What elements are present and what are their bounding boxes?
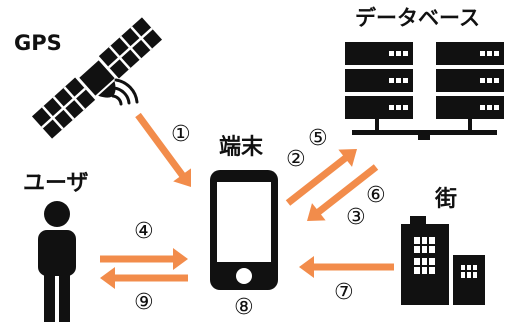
database-label: データベース (355, 6, 480, 30)
step-7: ⑦ (334, 280, 354, 305)
user-icon (38, 201, 76, 322)
flow-arrows (100, 112, 394, 289)
signal-waves-icon (111, 78, 139, 106)
city-label: 街 (435, 187, 458, 212)
satellite-icon (31, 17, 163, 139)
arrow-terminal-to-user (100, 267, 188, 289)
step-5: ⑤ (308, 126, 328, 151)
arrow-database-to-terminal (307, 164, 379, 221)
arrow-user-to-terminal (100, 248, 188, 270)
terminal-label: 端末 (219, 135, 264, 160)
arrow-city-to-terminal (299, 256, 394, 278)
step-6: ⑥ (366, 183, 386, 208)
gps-label: GPS (14, 31, 62, 55)
step-2: ② (286, 147, 306, 172)
smartphone-icon (210, 170, 278, 290)
database-server-icon (345, 42, 504, 140)
step-4: ④ (134, 219, 154, 244)
arrow-terminal-to-database (285, 149, 357, 206)
step-3: ③ (346, 205, 366, 230)
step-8: ⑧ (234, 295, 254, 320)
user-label: ユーザ (23, 171, 89, 196)
step-1: ① (171, 122, 191, 147)
city-buildings-icon (401, 216, 485, 305)
step-9: ⑨ (134, 290, 154, 315)
arrow-gps-to-terminal (135, 112, 191, 187)
